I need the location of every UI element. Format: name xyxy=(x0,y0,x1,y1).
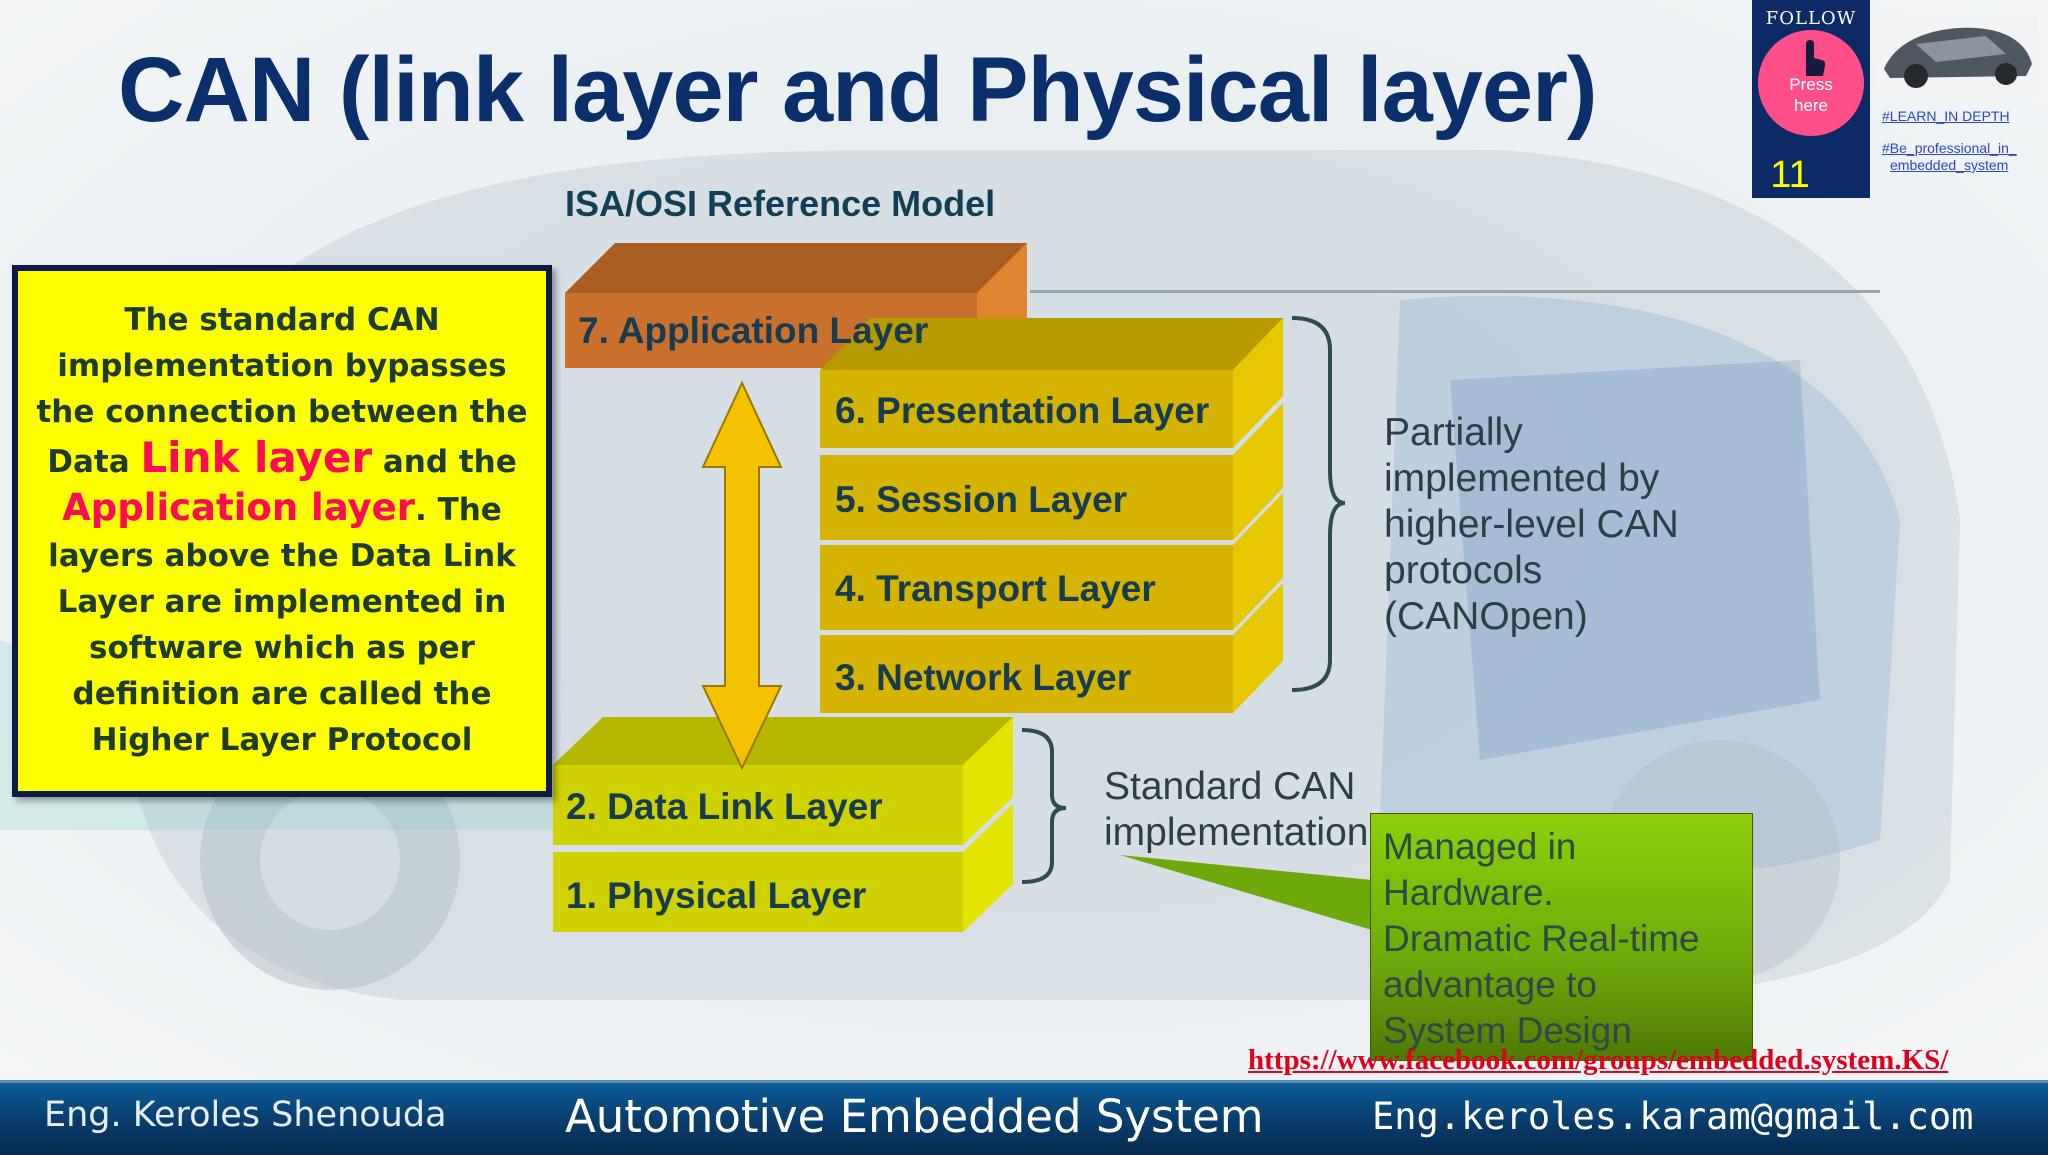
press-label-line: Press xyxy=(1789,75,1833,94)
explanation-note: The standard CAN implementation bypasses… xyxy=(12,265,552,797)
slide-number: 11 xyxy=(1770,154,1810,196)
footer-email: Eng.keroles.karam@gmail.com xyxy=(1372,1095,1974,1138)
bypass-double-arrow xyxy=(701,380,783,771)
layer-block-2 xyxy=(553,717,1013,845)
hardware-callout: Managed in Hardware. Dramatic Real-time … xyxy=(1370,813,1753,1061)
learn-in-depth-tag[interactable]: #LEARN_IN DEPTH xyxy=(1882,108,2010,124)
layer-block-1 xyxy=(553,804,1013,932)
car-engine-thumbnail xyxy=(1876,14,2038,94)
embedded-system-tag[interactable]: embedded_system xyxy=(1890,157,2009,173)
callout-line: Hardware. xyxy=(1383,872,1554,913)
press-label-line: here xyxy=(1793,96,1829,115)
lower-brace-text: Standard CAN implementation xyxy=(1104,764,1368,856)
layer-label-data-link: 2. Data Link Layer xyxy=(566,786,883,827)
be-professional-tag[interactable]: #Be_professional_in_ xyxy=(1882,140,2017,156)
layer-label-application: 7. Application Layer xyxy=(578,310,929,351)
diagram-subtitle: ISA/OSI Reference Model xyxy=(565,183,996,224)
layer-block-6 xyxy=(820,318,1283,448)
layer-label-transport: 4. Transport Layer xyxy=(835,568,1156,609)
upper-brace-line: Partially xyxy=(1384,411,1523,454)
note-text-and: and the xyxy=(372,444,517,480)
layer-label-session: 5. Session Layer xyxy=(835,479,1128,520)
press-here-label: Press here xyxy=(1758,74,1864,116)
upper-brace xyxy=(1291,316,1346,692)
note-text-rest: . The layers above the Data Link Layer a… xyxy=(48,492,516,758)
callout-line: Dramatic Real-time xyxy=(1383,918,1700,959)
callout-line: advantage to xyxy=(1383,964,1597,1005)
layer-label-presentation: 6. Presentation Layer xyxy=(835,390,1210,431)
follow-us-badge[interactable]: FOLLOW US Press here 11 xyxy=(1752,0,1870,198)
layer-label-network: 3. Network Layer xyxy=(835,657,1132,698)
layer-block-5 xyxy=(820,403,1283,540)
note-text-intro: The standard CAN implementation bypasses… xyxy=(36,302,528,480)
pointing-hand-icon xyxy=(1806,40,1826,76)
callout-pointer xyxy=(1120,855,1372,930)
callout-line: System Design xyxy=(1383,1010,1632,1051)
upper-brace-text: Partially implemented by higher-level CA… xyxy=(1384,410,1679,640)
footer-bar: Eng. Keroles Shenouda Automotive Embedde… xyxy=(0,1080,2048,1155)
upper-brace-line: protocols xyxy=(1384,549,1543,592)
facebook-group-link[interactable]: https://www.facebook.com/groups/embedded… xyxy=(1248,1044,1949,1076)
layer-block-3 xyxy=(820,583,1283,713)
layer-block-4 xyxy=(820,493,1283,630)
note-highlight-link-layer: Link layer xyxy=(140,433,373,482)
lower-brace-line: implementation xyxy=(1104,811,1369,854)
note-highlight-application-layer: Application layer xyxy=(62,486,416,529)
upper-brace-line: higher-level CAN xyxy=(1384,503,1679,546)
lower-brace-line: Standard CAN xyxy=(1104,765,1356,808)
footer-course-title: Automotive Embedded System xyxy=(565,1090,1264,1143)
footer-author: Eng. Keroles Shenouda xyxy=(44,1095,447,1135)
lower-brace xyxy=(1021,728,1067,884)
layer-label-physical: 1. Physical Layer xyxy=(566,875,867,916)
callout-line: Managed in xyxy=(1383,826,1577,867)
upper-brace-line: implemented by xyxy=(1384,457,1660,500)
divider-line xyxy=(1030,290,1880,293)
upper-brace-line: (CANOpen) xyxy=(1384,595,1588,638)
slide-title: CAN (link layer and Physical layer) xyxy=(118,39,1598,141)
